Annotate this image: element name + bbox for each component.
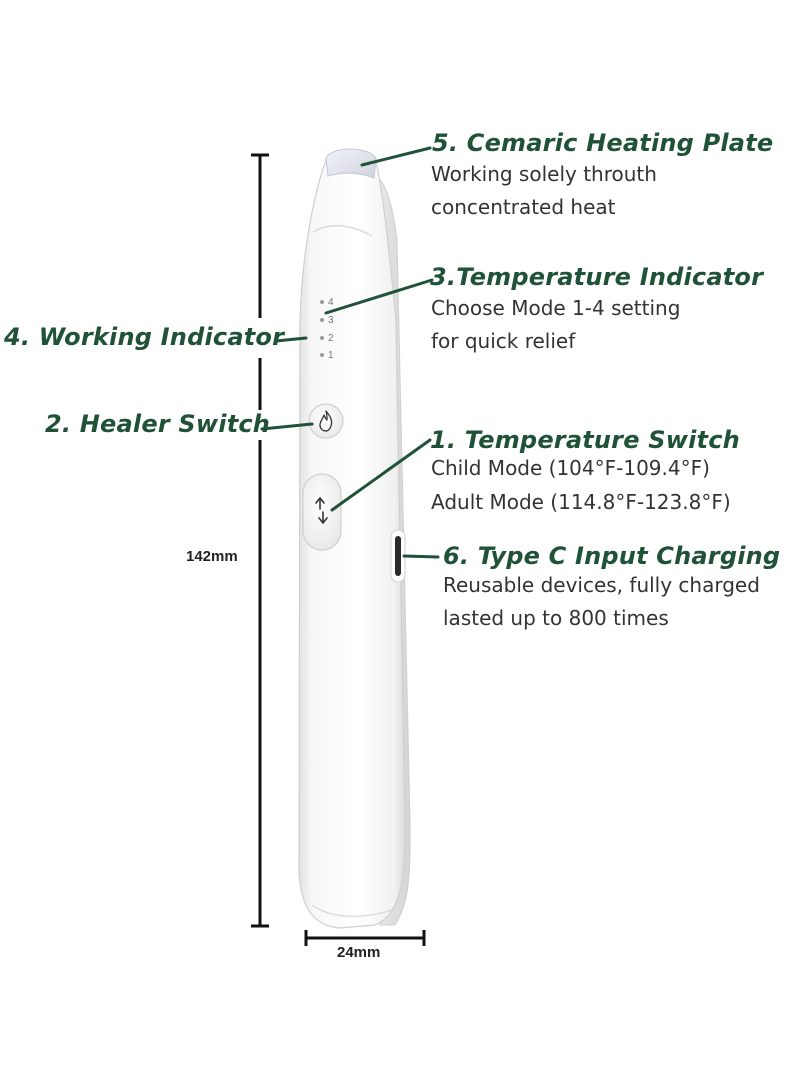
- temperature-switch-button[interactable]: [302, 473, 342, 551]
- device-body: [298, 151, 406, 929]
- leader-temp-switch: [330, 438, 432, 512]
- led-label-4: 4: [328, 297, 334, 308]
- leader-type-c: [402, 554, 440, 559]
- heating-plate-desc-line-2: concentrated heat: [431, 195, 616, 219]
- led-label-2: 2: [328, 333, 334, 344]
- leader-temp-indicator: [324, 278, 434, 315]
- led-dot-2: [320, 336, 324, 340]
- height-dimension-line: [251, 153, 269, 928]
- led-dot-3: [320, 318, 324, 322]
- led-dot-1: [320, 353, 324, 357]
- dimension-gap-2: [250, 410, 272, 440]
- temp-indicator-title: 3.Temperature Indicator: [430, 263, 764, 291]
- device-tip-seam: [312, 224, 373, 237]
- dimension-gap-1: [250, 318, 272, 358]
- heat-switch-button[interactable]: [308, 403, 344, 439]
- width-dimension-line: [304, 930, 426, 946]
- flame-icon: [319, 410, 333, 432]
- heating-plate-desc-line-1: Working solely throuth: [431, 162, 657, 186]
- width-dimension-label: 24mm: [337, 944, 381, 961]
- height-dimension-label: 142mm: [186, 548, 238, 565]
- healer-switch-title: 2. Healer Switch: [45, 410, 271, 438]
- leader-healer-switch: [260, 422, 314, 431]
- temp-switch-desc-line-2: Adult Mode (114.8°F-123.8°F): [431, 490, 731, 514]
- led-indicator-group: 4 3 2 1: [320, 297, 334, 361]
- leader-working-indicator: [274, 336, 308, 343]
- type-c-desc-line-1: Reusable devices, fully charged: [443, 573, 760, 597]
- temp-switch-desc-line-1: Child Mode (104°F-109.4°F): [431, 456, 710, 480]
- up-down-arrows-icon: [315, 496, 328, 525]
- working-indicator-title: 4. Working Indicator: [4, 323, 285, 351]
- heating-plate-title: 5. Cemaric Heating Plate: [432, 129, 774, 157]
- leader-heating-plate: [360, 146, 432, 167]
- led-dot-4: [320, 300, 324, 304]
- type-c-title: 6. Type C Input Charging: [443, 542, 781, 570]
- temp-switch-title: 1. Temperature Switch: [430, 426, 740, 454]
- heating-plate: [325, 148, 377, 179]
- led-label-1: 1: [328, 350, 334, 361]
- type-c-desc-line-2: lasted up to 800 times: [443, 606, 669, 630]
- device-bottom-seam: [311, 904, 393, 917]
- temp-indicator-desc-line-1: Choose Mode 1-4 setting: [431, 296, 681, 320]
- led-label-3: 3: [328, 315, 334, 326]
- temp-indicator-desc-line-2: for quick relief: [431, 329, 576, 353]
